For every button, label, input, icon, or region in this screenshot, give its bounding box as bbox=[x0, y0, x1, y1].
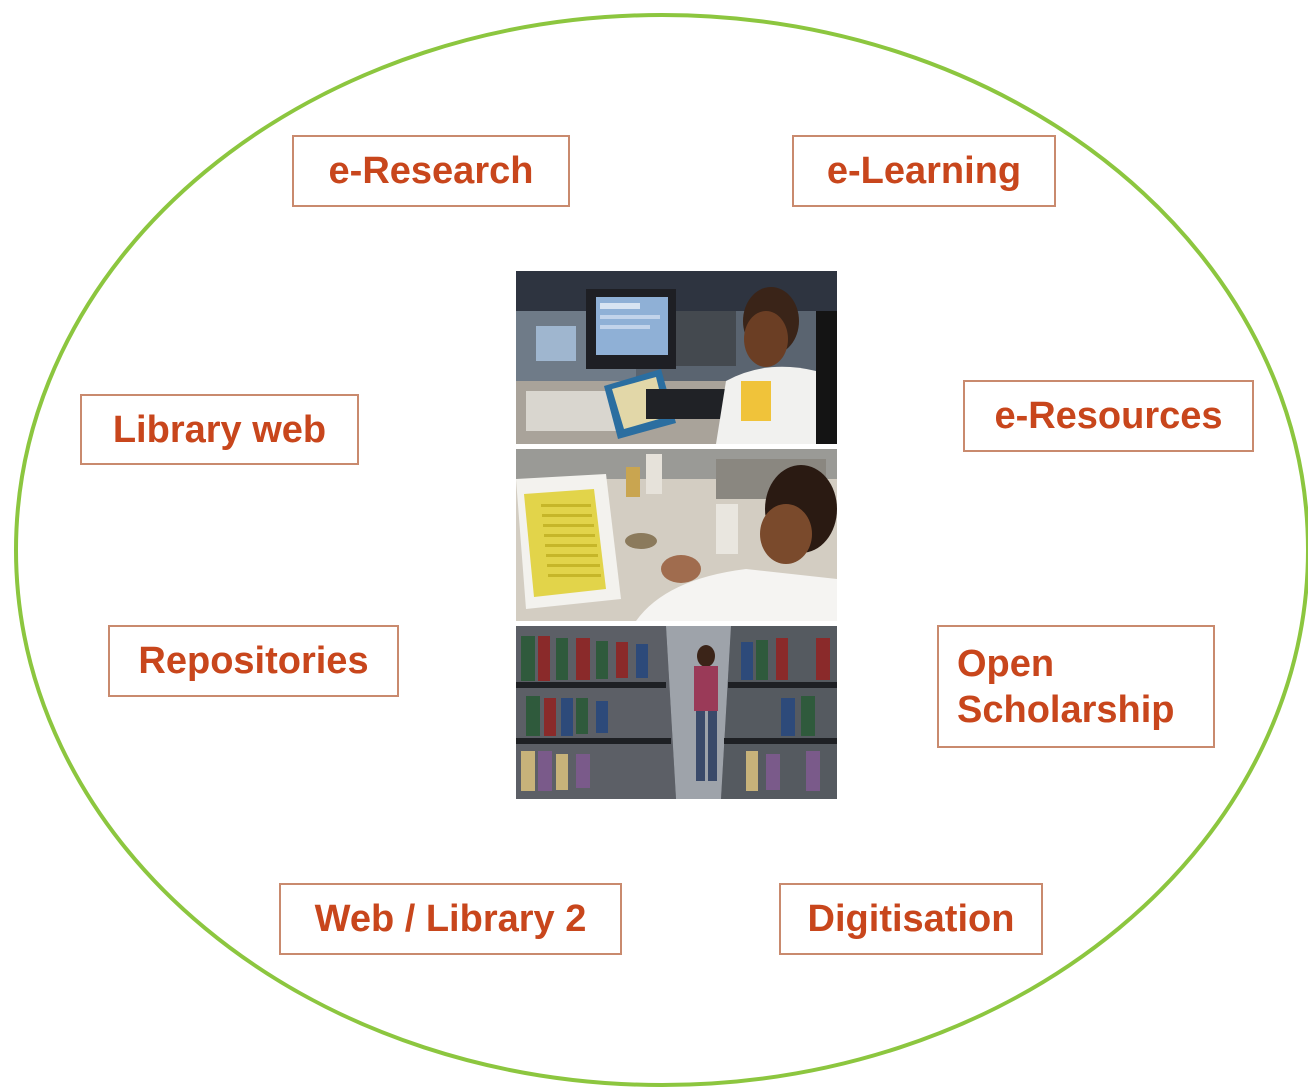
web-library-2-label: Web / Library 2 bbox=[314, 898, 587, 940]
library-bookshelves-photo bbox=[516, 626, 837, 799]
e-resources-box: e-Resources bbox=[963, 380, 1254, 452]
open-scholarship-box: Open Scholarship bbox=[937, 625, 1215, 748]
repositories-box: Repositories bbox=[108, 625, 399, 697]
central-photo-stack bbox=[516, 271, 837, 799]
library-web-label: Library web bbox=[112, 408, 327, 451]
e-learning-label: e-Learning bbox=[826, 150, 1022, 192]
laboratory-work-photo bbox=[516, 449, 837, 621]
digitisation-label: Digitisation bbox=[807, 898, 1015, 940]
open-scholarship-label-line2: Scholarship bbox=[957, 688, 1175, 731]
digitisation-box: Digitisation bbox=[779, 883, 1043, 955]
open-scholarship-label-line1: Open bbox=[957, 642, 1055, 685]
e-research-label: e-Research bbox=[328, 150, 534, 192]
e-learning-box: e-Learning bbox=[792, 135, 1056, 207]
e-research-box: e-Research bbox=[292, 135, 570, 207]
library-web-box: Library web bbox=[80, 394, 359, 465]
repositories-label: Repositories bbox=[138, 640, 369, 682]
web-library-2-box: Web / Library 2 bbox=[279, 883, 622, 955]
e-resources-label: e-Resources bbox=[994, 395, 1223, 437]
student-at-computer-photo bbox=[516, 271, 837, 444]
